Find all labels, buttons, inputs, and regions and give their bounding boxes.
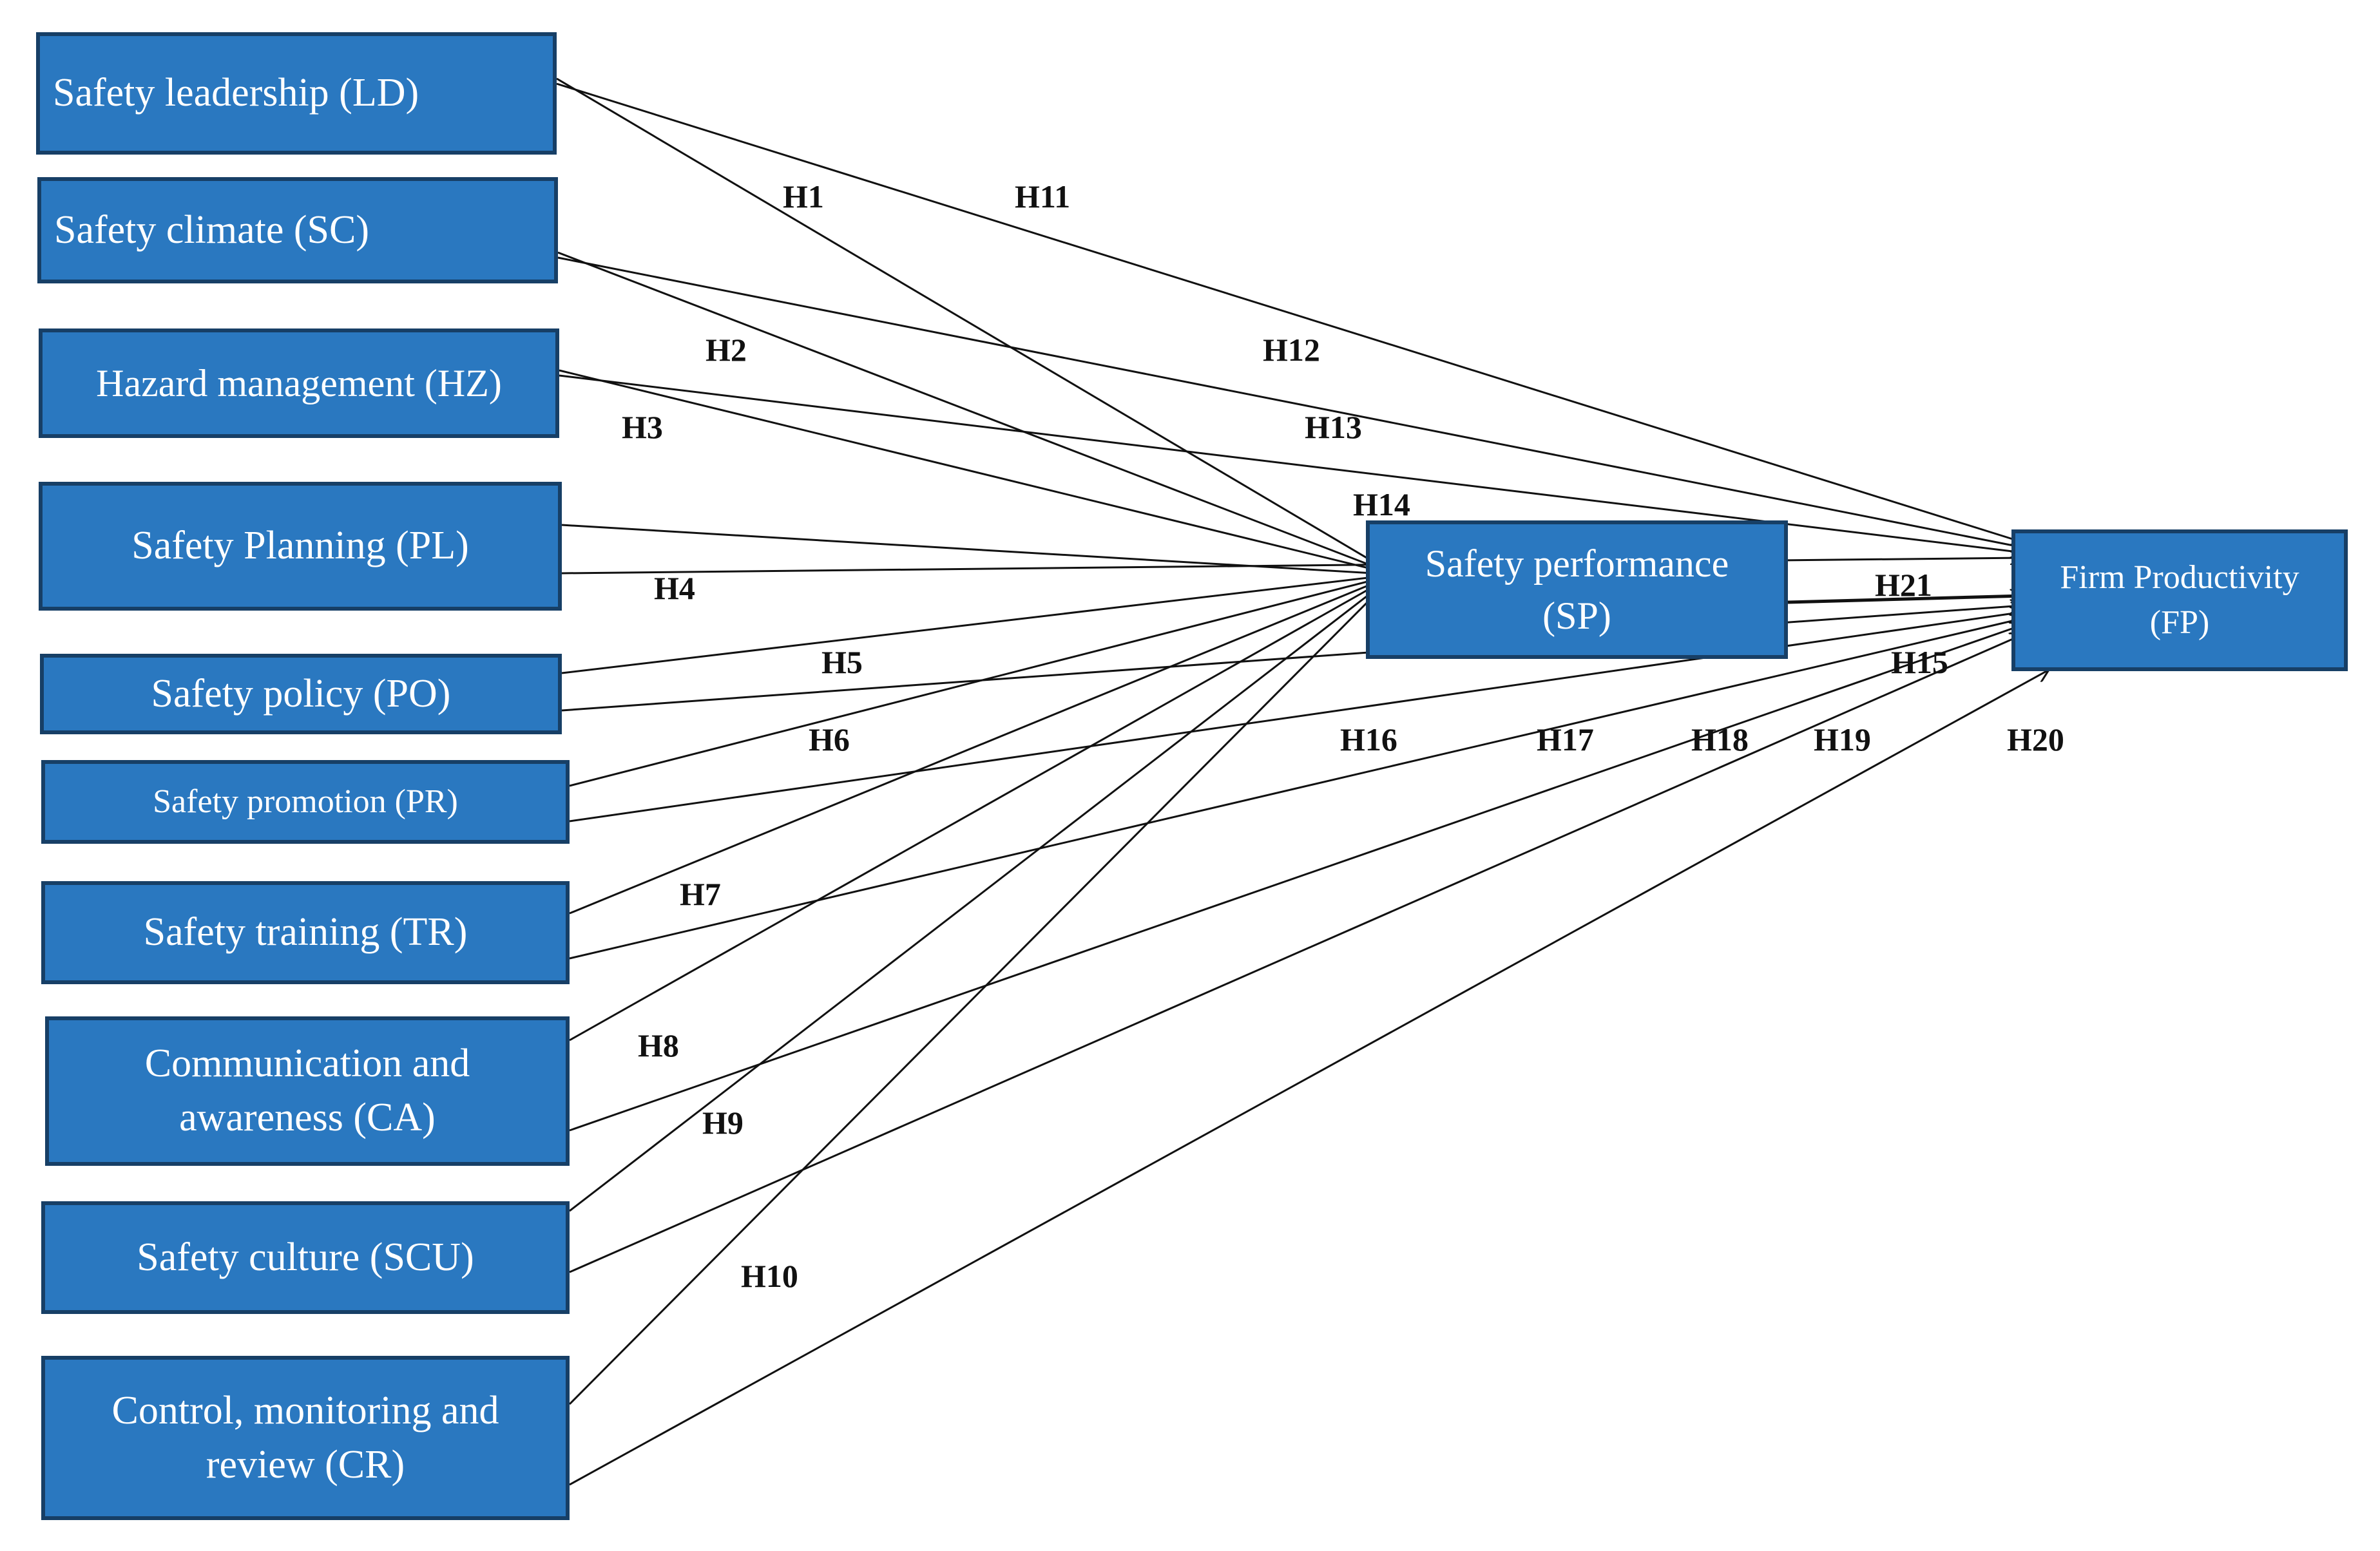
hypothesis-label-h6: H6 xyxy=(809,721,850,757)
construct-box-pl: Safety Planning (PL) xyxy=(39,482,562,611)
construct-label-ld: Safety leadership (LD) xyxy=(53,71,419,115)
arrow-h18 xyxy=(569,625,2023,1132)
arrow-h17 xyxy=(569,618,2023,960)
arrow-h9 xyxy=(569,575,1395,1212)
arrow-h21 xyxy=(1787,596,2023,604)
construct-box-pr: Safety promotion (PR) xyxy=(41,760,570,844)
arrow-h15 xyxy=(561,605,2023,712)
construct-box-po: Safety policy (PO) xyxy=(40,654,562,734)
arrow-h4 xyxy=(561,524,1395,575)
arrow-h11 xyxy=(556,82,2023,542)
construct-box-sc: Safety climate (SC) xyxy=(37,177,558,283)
construct-box-tr: Safety training (TR) xyxy=(41,881,570,984)
arrow-h12 xyxy=(557,256,2023,547)
construct-box-scu: Safety culture (SCU) xyxy=(41,1201,570,1314)
construct-box-cr: Control, monitoring and review (CR) xyxy=(41,1356,570,1520)
arrow-h2 xyxy=(557,251,1395,575)
construct-label-pl: Safety Planning (PL) xyxy=(131,524,469,568)
construct-label-sp: Safety performance (SP) xyxy=(1425,542,1729,637)
construct-box-ca: Communication and awareness (CA) xyxy=(45,1016,570,1166)
construct-box-hz: Hazard management (HZ) xyxy=(39,328,559,438)
hypothesis-label-h21: H21 xyxy=(1875,567,1932,603)
arrow-h8 xyxy=(569,575,1395,1042)
hypothesis-label-h9: H9 xyxy=(702,1105,744,1141)
construct-label-scu: Safety culture (SCU) xyxy=(137,1235,474,1279)
construct-label-cr: Control, monitoring and review (CR) xyxy=(111,1388,499,1487)
construct-label-sc: Safety climate (SC) xyxy=(54,207,369,252)
arrow-h20 xyxy=(569,670,2049,1486)
hypothesis-label-h19: H19 xyxy=(1814,721,1871,757)
hypothesis-label-h10: H10 xyxy=(741,1258,798,1294)
hypothesis-label-h16: H16 xyxy=(1340,721,1397,757)
hypothesis-label-h5: H5 xyxy=(821,644,863,680)
hypothesis-label-h2: H2 xyxy=(705,332,747,368)
hypothesis-label-h14: H14 xyxy=(1353,486,1410,522)
hypothesis-label-h17: H17 xyxy=(1537,721,1594,757)
hypothesis-label-h12: H12 xyxy=(1263,332,1320,368)
arrow-h5 xyxy=(561,575,1395,674)
construct-box-ld: Safety leadership (LD) xyxy=(36,32,557,155)
arrow-h1 xyxy=(556,77,1395,575)
hypothesis-label-h8: H8 xyxy=(638,1027,679,1063)
hypothesis-label-h4: H4 xyxy=(654,570,695,606)
construct-label-tr: Safety training (TR) xyxy=(143,910,468,955)
construct-label-fp: Firm Productivity (FP) xyxy=(2060,558,2299,641)
construct-label-ca: Communication and awareness (CA) xyxy=(144,1042,470,1139)
hypothesis-label-h11: H11 xyxy=(1015,178,1070,214)
hypothesis-label-h13: H13 xyxy=(1305,409,1362,445)
construct-label-hz: Hazard management (HZ) xyxy=(96,361,502,404)
arrow-h3 xyxy=(559,369,1395,575)
construct-label-po: Safety policy (PO) xyxy=(151,671,451,716)
arrow-h7 xyxy=(569,575,1395,915)
hypothesis-label-h3: H3 xyxy=(622,409,663,445)
construct-box-fp: Firm Productivity (FP) xyxy=(2011,529,2348,671)
hypothesis-label-h1: H1 xyxy=(783,178,824,214)
arrow-h10 xyxy=(568,575,1395,1405)
hypothesis-label-h20: H20 xyxy=(2007,721,2064,757)
arrow-h16 xyxy=(569,612,2023,823)
hypothesis-label-h7: H7 xyxy=(680,876,721,912)
construct-box-sp: Safety performance (SP) xyxy=(1366,520,1788,659)
construct-label-pr: Safety promotion (PR) xyxy=(153,783,458,820)
arrow-h14 xyxy=(561,558,2023,575)
arrow-h19 xyxy=(569,634,2023,1273)
hypothesis-label-h18: H18 xyxy=(1691,721,1749,757)
hypothesis-label-h15: H15 xyxy=(1891,644,1948,680)
